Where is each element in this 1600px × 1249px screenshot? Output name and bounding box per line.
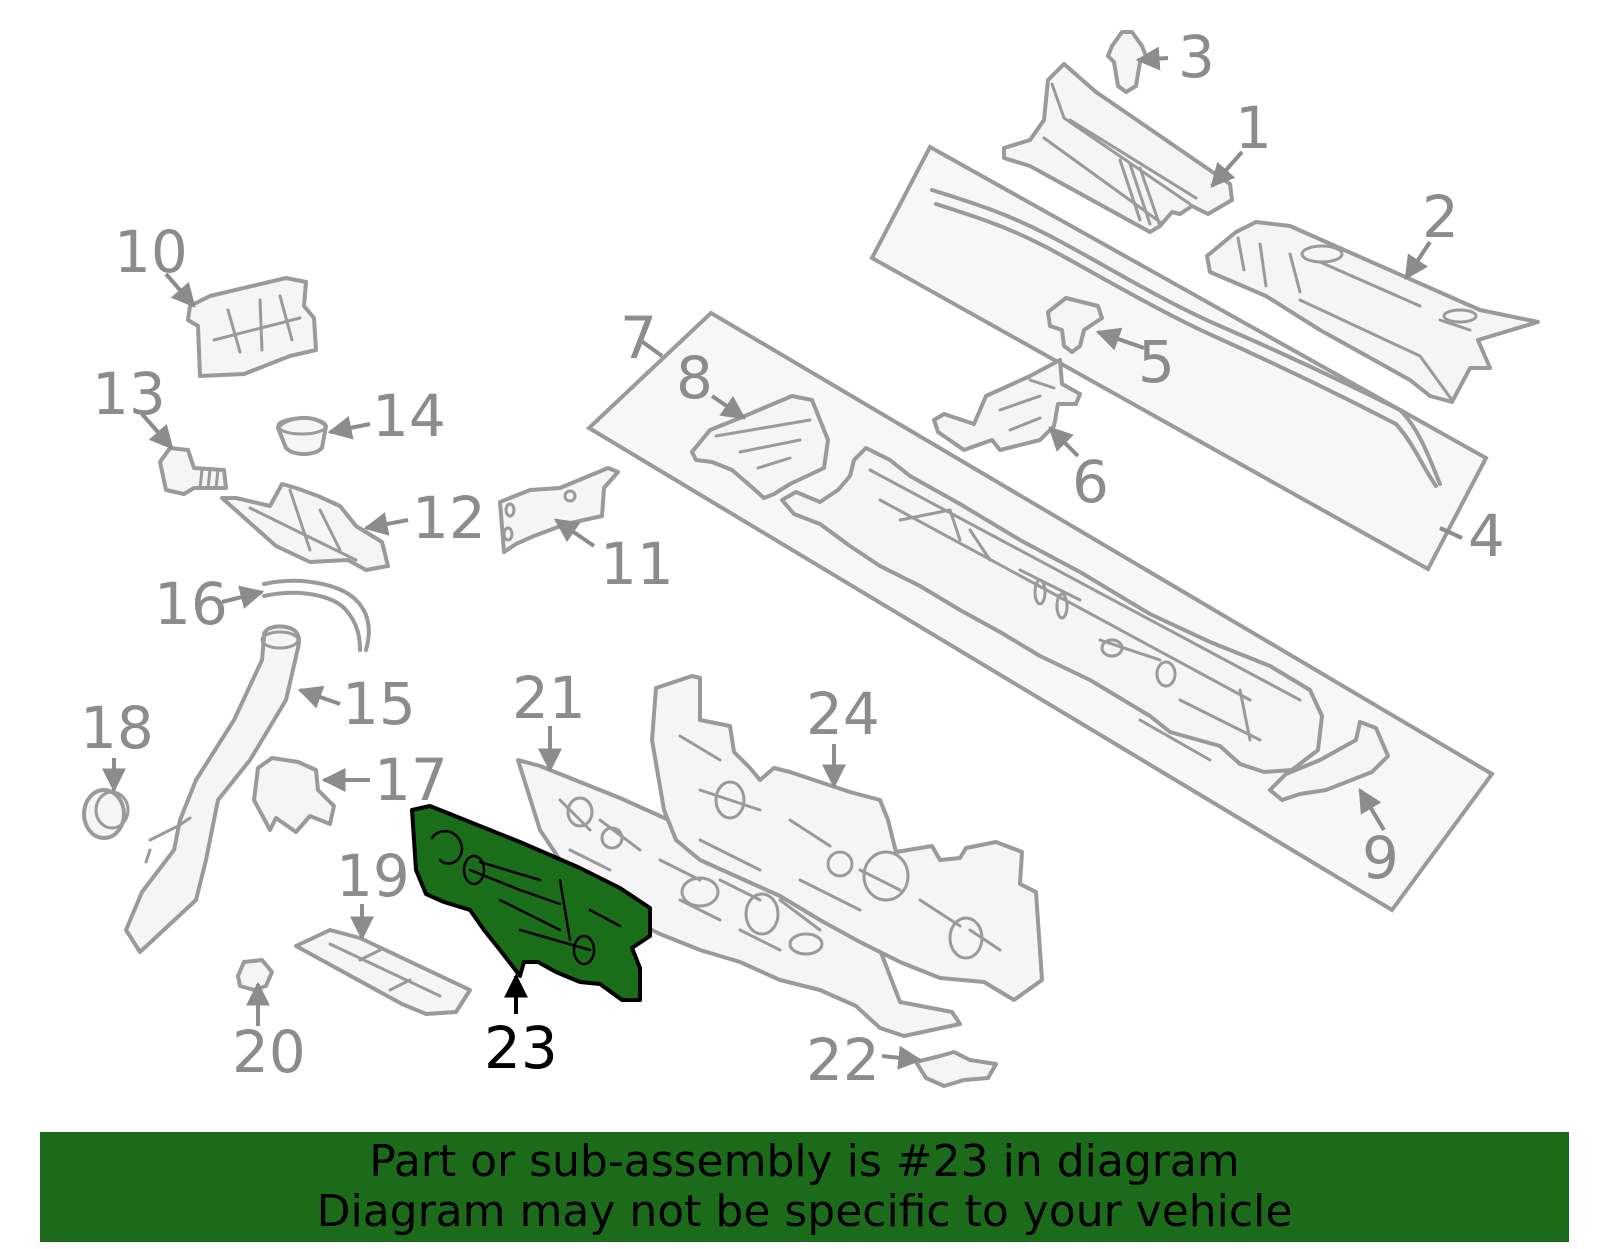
part-3-clip[interactable] [1106,30,1148,94]
part-19-panel[interactable] [294,928,472,1016]
callout-16: 16 [154,570,228,638]
part-2-cowl-cover[interactable] [1205,220,1540,404]
part-22-pad[interactable] [914,1050,998,1088]
banner-disclaimer: Diagram may not be specific to your vehi… [316,1186,1293,1237]
part-20-clip[interactable] [236,958,274,992]
callout-4: 4 [1468,502,1505,570]
callout-11: 11 [600,530,674,598]
callout-15: 15 [342,670,416,738]
callout-1: 1 [1235,94,1272,162]
callout-2: 2 [1422,183,1459,251]
part-23-highlighted-insulator[interactable] [410,804,652,1002]
group-box-4 [869,144,1489,572]
callout-14: 14 [372,382,446,450]
callout-17: 17 [374,746,448,814]
part-5-retainer[interactable] [1046,296,1104,354]
callout-18: 18 [80,694,154,762]
part-18-grommet[interactable] [82,788,130,840]
part-24-insulator[interactable] [650,674,1044,1002]
info-banner: Part or sub-assembly is #23 in diagram D… [40,1132,1569,1242]
callout-23-highlighted: 23 [484,1014,558,1082]
part-14-plug[interactable] [276,416,328,456]
callout-22: 22 [806,1026,880,1094]
part-15-duct[interactable] [124,624,301,954]
part-7-dash-panel[interactable] [780,446,1324,774]
callout-8: 8 [676,344,713,412]
part-10-bracket[interactable] [186,276,318,378]
callout-19: 19 [336,842,410,910]
part-16-hose[interactable] [262,578,371,652]
callout-21: 21 [512,664,586,732]
callout-12: 12 [412,484,486,552]
callout-9: 9 [1362,824,1399,892]
part-12-bracket[interactable] [220,482,390,572]
leader-lines [102,46,1463,1070]
part-6-bracket[interactable] [932,358,1082,452]
banner-part-note: Part or sub-assembly is #23 in diagram [369,1136,1240,1187]
part-13-bolt[interactable] [158,446,228,496]
callout-20: 20 [232,1018,306,1086]
part-4-seal[interactable] [930,188,1442,488]
callout-24: 24 [806,680,880,748]
part-17-bracket[interactable] [252,756,336,834]
callout-13: 13 [92,360,166,428]
callout-5: 5 [1138,328,1175,396]
callout-7: 7 [620,304,657,372]
part-1-cowl-grille[interactable] [1002,62,1234,234]
part-11-bracket[interactable] [498,466,620,554]
callout-10: 10 [114,218,188,286]
callout-6: 6 [1072,448,1109,516]
callout-3: 3 [1178,23,1215,91]
part-9-bracket[interactable] [1268,720,1390,802]
part-8-bracket[interactable] [690,394,830,500]
